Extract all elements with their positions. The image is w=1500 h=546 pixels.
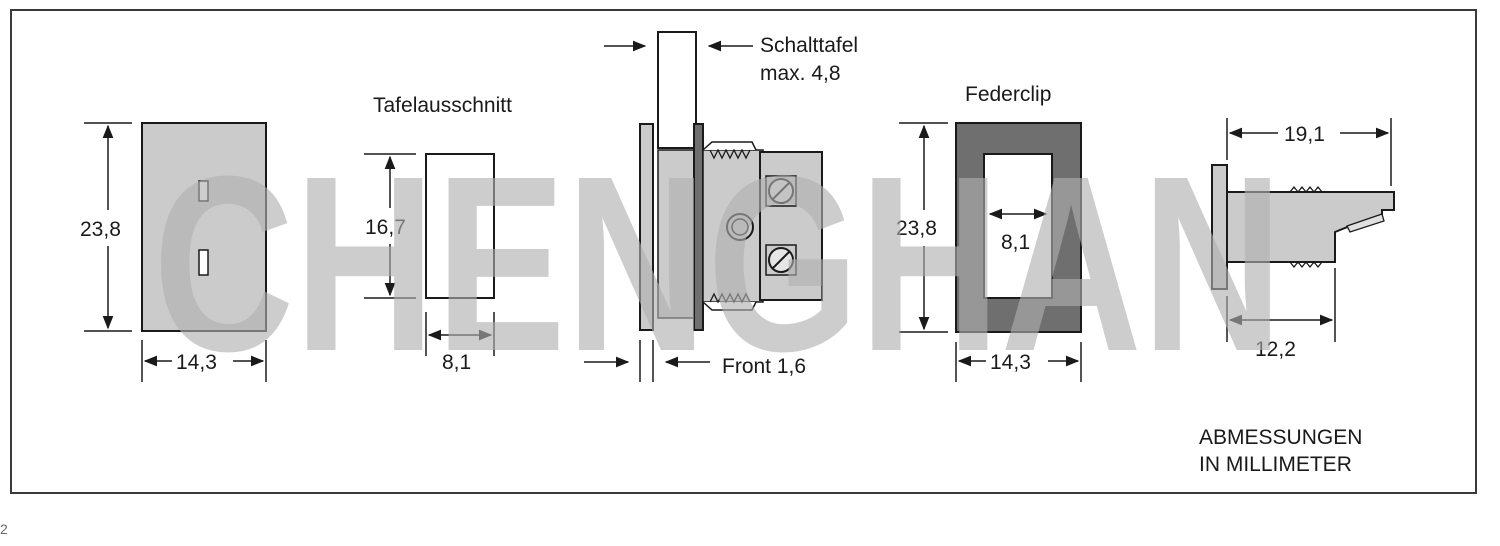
part-width-label: 14,3 [176, 351, 217, 374]
cutout-title: Tafelausschnitt [373, 94, 512, 117]
side-depth-dimension [1226, 268, 1336, 342]
front-thickness-label: Front 1,6 [722, 355, 806, 378]
contact-slot-bottom [198, 249, 209, 276]
side-length-dimension [1226, 118, 1392, 186]
cutout-height-dimension [364, 153, 416, 299]
cutout-width-label: 8,1 [442, 351, 471, 374]
terminal-screw-top [765, 175, 797, 207]
panel-cutout [425, 153, 495, 299]
front-thickness-dimension [584, 340, 710, 382]
side-length-label: 19,1 [1284, 123, 1325, 146]
clip-height-dimension [899, 122, 948, 333]
part-height-dimension [84, 122, 132, 332]
cutout-width-dimension [425, 312, 495, 356]
units-note-line1: ABMESSUNGEN [1199, 426, 1362, 449]
side-depth-label: 12,2 [1255, 338, 1296, 361]
panel-section [657, 31, 697, 319]
clip-title: Federclip [965, 83, 1051, 106]
clip-inner-width-label: 8,1 [1001, 231, 1030, 254]
spring-clip [955, 122, 1082, 333]
terminal-screw-bottom [765, 244, 797, 276]
part-width-dimension [141, 340, 267, 382]
contact-slot-top [198, 180, 209, 202]
side-view-connector [1211, 164, 1395, 290]
clip-height-label: 23,8 [896, 217, 937, 240]
page-number: 2 [0, 521, 8, 537]
watermark: CHENGHAN [153, 124, 1283, 403]
drawing-border [10, 9, 1477, 494]
units-note-line2: IN MILLIMETER [1199, 453, 1352, 476]
panel-label-line1: Schalttafel [760, 34, 858, 57]
part-height-label: 23,8 [80, 218, 121, 241]
panel-label-line2: max. 4,8 [760, 62, 841, 85]
center-pin [726, 213, 754, 241]
front-view-part [141, 122, 267, 332]
front-plate [639, 123, 654, 331]
clip-width-label: 14,3 [990, 351, 1031, 374]
cutout-height-label: 16,7 [365, 216, 406, 239]
clip-width-dimension [955, 342, 1082, 382]
